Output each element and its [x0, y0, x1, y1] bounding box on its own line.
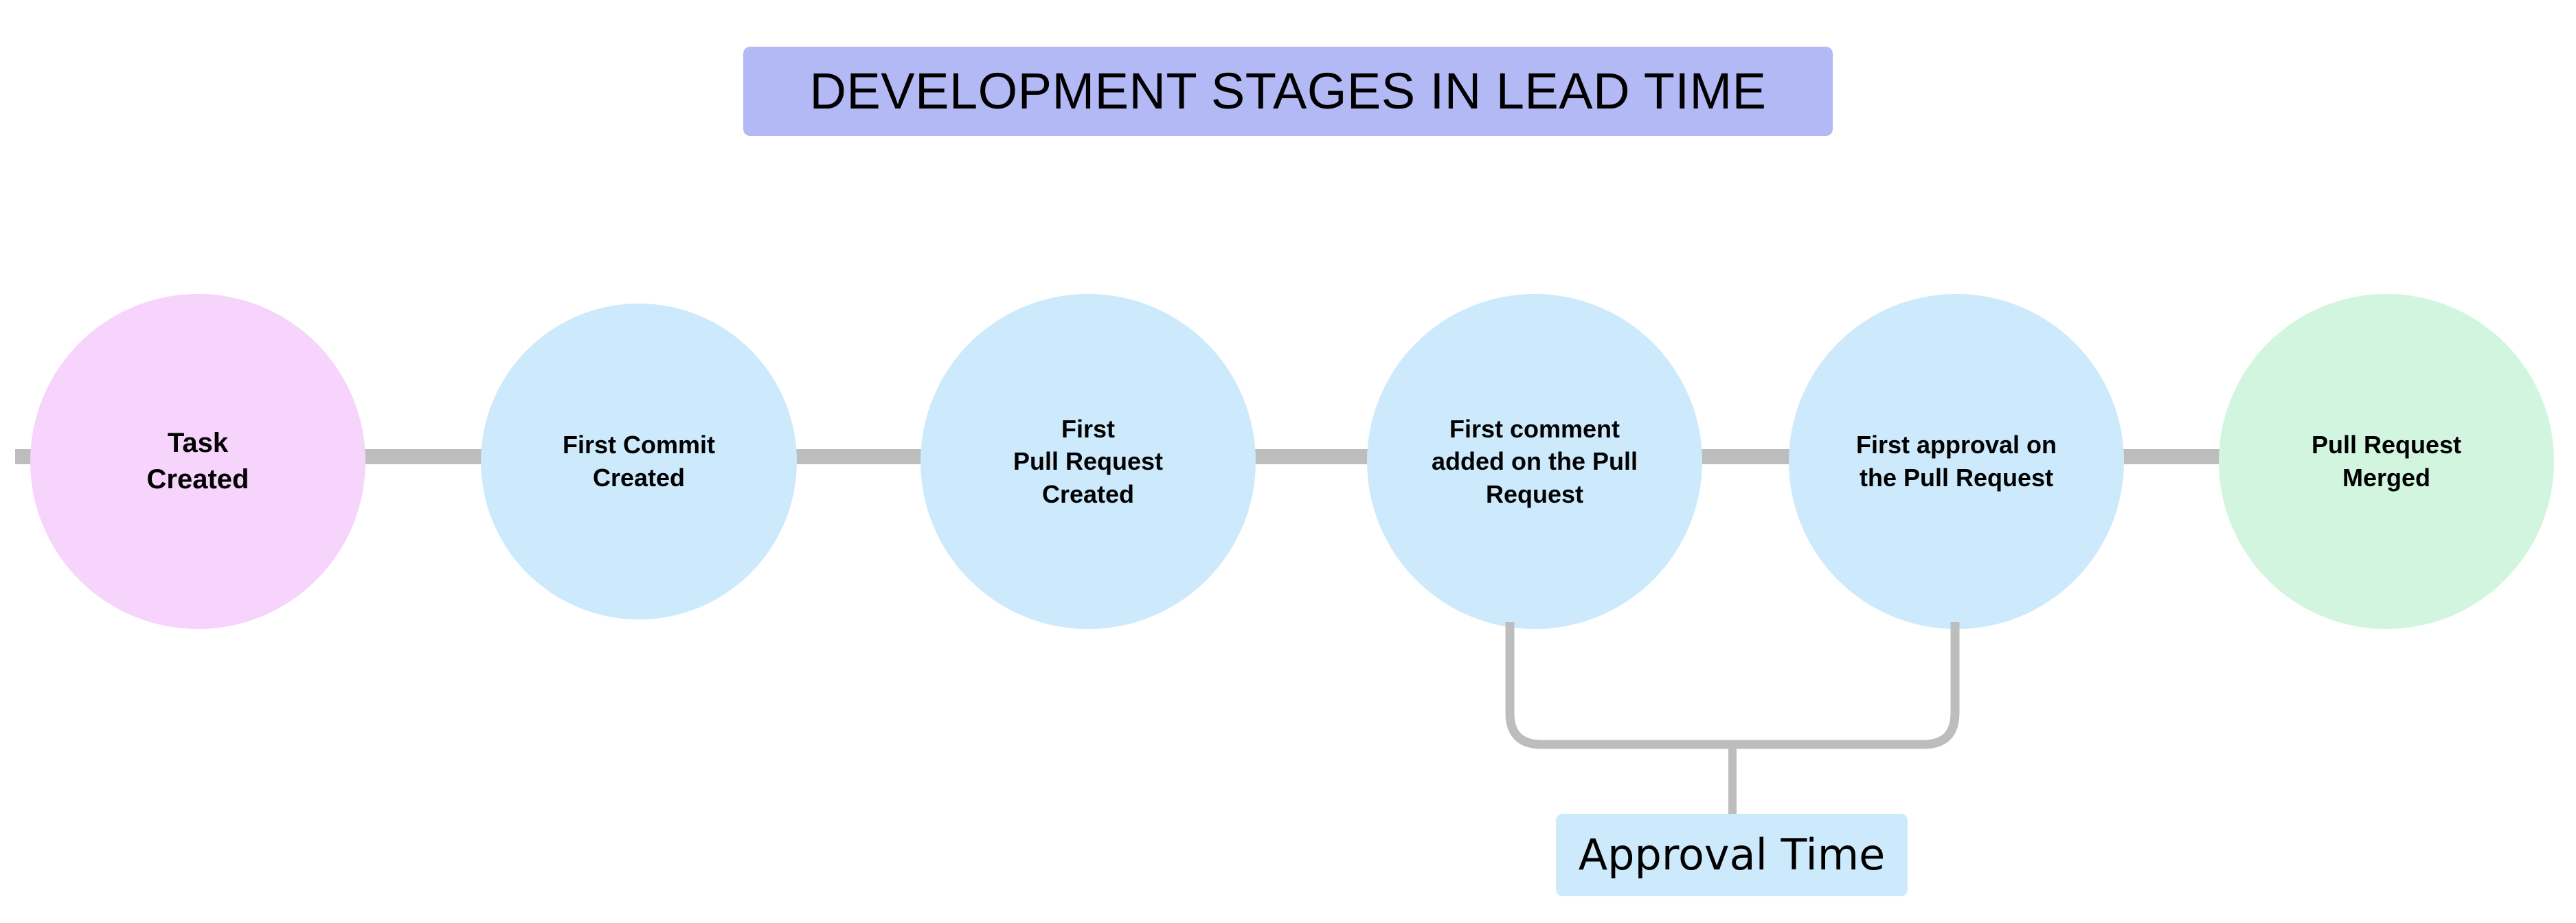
- stage-node-pull-request-merged[interactable]: Pull Request Merged: [2219, 294, 2554, 629]
- approval-time-badge[interactable]: Approval Time: [1556, 814, 1908, 896]
- approval-time-stem: [1728, 744, 1737, 819]
- connector-line: [2123, 449, 2222, 464]
- connector-line: [364, 449, 484, 464]
- stage-label: Pull Request Merged: [2311, 431, 2462, 492]
- stage-label: Task Created: [146, 428, 249, 494]
- connector-line: [1254, 449, 1370, 464]
- page-title: DEVELOPMENT STAGES IN LEAD TIME: [809, 62, 1767, 119]
- stage-label: First comment added on the Pull Request: [1431, 414, 1638, 508]
- stage-label: First Commit Created: [562, 431, 715, 492]
- stage-node-first-comment-on-pull-request[interactable]: First comment added on the Pull Request: [1367, 294, 1702, 629]
- stage-node-first-pull-request-created[interactable]: First Pull Request Created: [920, 294, 1256, 629]
- bracket-path-icon: [1505, 622, 1960, 749]
- stage-node-task-created[interactable]: Task Created: [30, 294, 365, 629]
- stage-label: First approval on the Pull Request: [1855, 431, 2057, 492]
- approval-time-bracket: [1502, 622, 1963, 757]
- stage-node-first-commit-created[interactable]: First Commit Created: [481, 304, 797, 619]
- stage-node-first-approval-on-pull-request[interactable]: First approval on the Pull Request: [1789, 294, 2124, 629]
- connector-line: [1701, 449, 1792, 464]
- connector-line: [795, 449, 923, 464]
- approval-time-label: Approval Time: [1578, 830, 1886, 880]
- diagram-title-banner: DEVELOPMENT STAGES IN LEAD TIME: [743, 47, 1833, 136]
- stage-label: First Pull Request Created: [1013, 414, 1164, 508]
